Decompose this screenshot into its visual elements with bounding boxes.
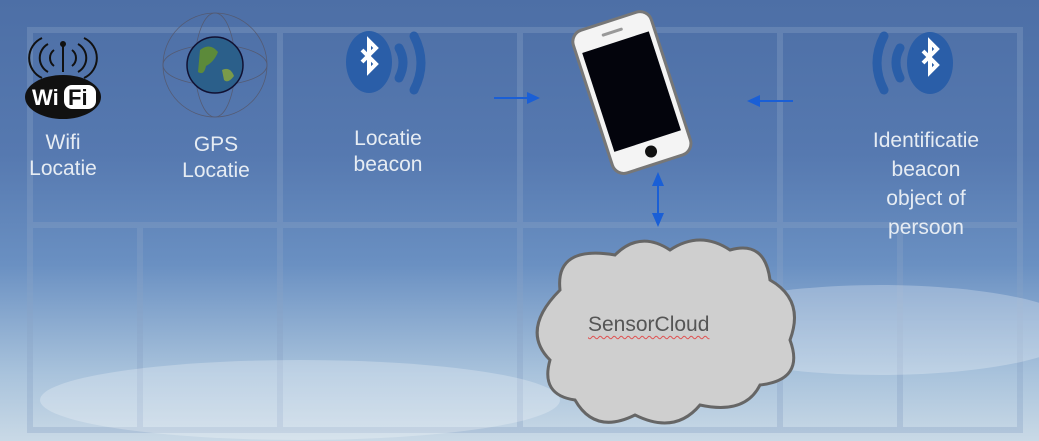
svg-text:Fi: Fi xyxy=(68,85,88,110)
sensorcloud-shape xyxy=(535,238,796,425)
svg-text:Wi: Wi xyxy=(32,85,59,110)
label-line: Wifi xyxy=(45,131,81,154)
label-line: beacon xyxy=(891,158,961,181)
label-line: Locatie xyxy=(182,159,250,182)
sensorcloud-label: SensorCloud xyxy=(588,313,710,336)
bluetooth-icon xyxy=(872,31,953,95)
arrow-right xyxy=(494,92,540,104)
beacon-label: Locatie beacon xyxy=(340,126,436,178)
globe-satellites-icon xyxy=(162,12,268,118)
arrow-bidirectional xyxy=(652,172,664,227)
label-line: object of xyxy=(886,187,966,210)
wifi-icon: Wi Fi xyxy=(25,37,101,119)
label-line: beacon xyxy=(353,153,423,176)
label-line: Identificatie xyxy=(872,129,980,152)
label-line: GPS xyxy=(193,133,239,156)
identification-beacon-label: Identificatie beacon object of persoon xyxy=(855,126,997,242)
label-line: Locatie xyxy=(29,157,97,180)
gps-label: GPS Locatie xyxy=(170,132,262,184)
bluetooth-icon xyxy=(346,31,426,95)
arrow-left xyxy=(747,95,793,107)
label-line: Locatie xyxy=(354,127,422,150)
smartphone-icon xyxy=(571,10,693,175)
label-line: persoon xyxy=(888,216,964,239)
wifi-label: Wifi Locatie xyxy=(20,130,106,182)
